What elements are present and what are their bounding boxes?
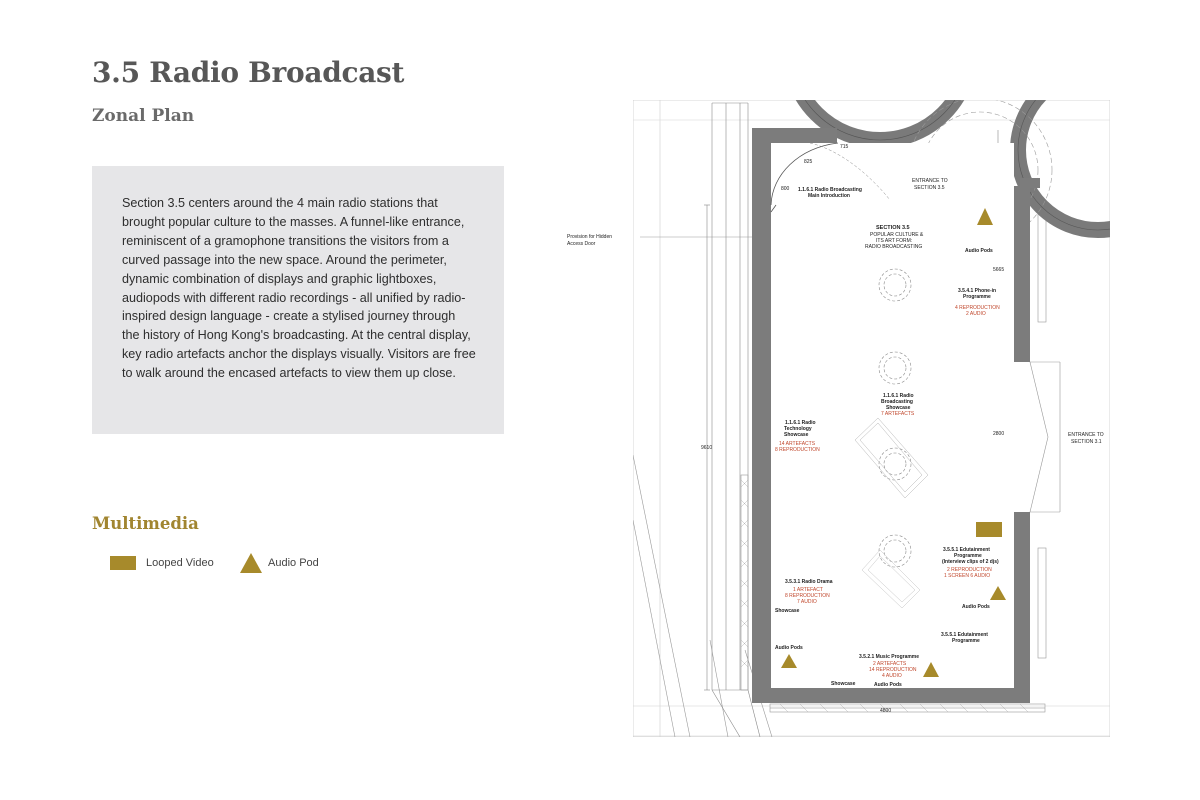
tech-showcase-detail-2: 8 REPRODUCTION — [775, 447, 820, 453]
page-subtitle: Zonal Plan — [92, 106, 195, 126]
phone-in-detail-1: 4 REPRODUCTION — [955, 305, 1000, 311]
audio-pod-triangle-icon — [990, 586, 1006, 600]
looped-video-rectangle-icon — [976, 522, 1002, 537]
edutain-clips-detail-2: 1 SCREEN 6 AUDIO — [944, 573, 990, 579]
entrance-top-line-2: SECTION 3.5 — [914, 185, 945, 191]
main-intro-line-1: 1.1.6.1 Radio Broadcasting — [798, 187, 862, 193]
looped-video-rectangle-icon — [110, 556, 136, 570]
dim-2800: 2800 — [993, 431, 1004, 437]
audio-pod-triangle-icon — [781, 654, 797, 668]
section-line-3: RADIO BROADCASTING — [865, 244, 922, 250]
dim-715: 715 — [840, 144, 849, 150]
audio-pod-triangle-icon — [977, 208, 993, 225]
multimedia-heading: Multimedia — [92, 514, 199, 533]
edutain-clips-title-3: (Interview clips of 2 djs) — [942, 559, 999, 565]
edutain-title-1: 3.5.5.1 Edutainment — [941, 632, 988, 638]
radio-showcase-title-3: Showcase — [886, 405, 911, 411]
radio-drama-detail-1: 1 ARTEFACT — [793, 587, 823, 593]
tech-showcase-title-2: Technology — [784, 426, 812, 432]
legend-label-looped-video: Looped Video — [146, 557, 214, 569]
radio-showcase-title-2: Broadcasting — [881, 399, 913, 405]
dim-9610: 9610 — [701, 445, 712, 451]
radio-drama-detail-3: 7 AUDIO — [797, 599, 817, 605]
radio-showcase-title-1: 1.1.6.1 Radio — [883, 393, 914, 399]
description-text: Section 3.5 centers around the 4 main ra… — [122, 196, 476, 381]
tech-showcase-detail-1: 14 ARTEFACTS — [779, 441, 816, 447]
music-detail-1: 2 ARTEFACTS — [873, 661, 907, 667]
main-intro-line-2: Main Introduction — [808, 193, 850, 199]
audio-pods-label-left: Audio Pods — [775, 645, 803, 651]
audio-pods-label-bottom: Audio Pods — [874, 682, 902, 688]
showcase-label-left: Showcase — [775, 608, 800, 614]
section-line-1: POPULAR CULTURE & — [870, 232, 924, 238]
showcase-label-bottom: Showcase — [831, 681, 856, 687]
radio-drama-title: 3.5.3.1 Radio Drama — [785, 579, 833, 585]
phone-in-title-1: 3.5.4.1 Phone-in — [958, 288, 996, 294]
entrance-right-line-2: SECTION 3.1 — [1071, 439, 1102, 445]
tech-showcase-title-3: Showcase — [784, 432, 809, 438]
description-panel: Section 3.5 centers around the 4 main ra… — [92, 166, 504, 434]
music-detail-2: 14 REPRODUCTION — [869, 667, 917, 673]
music-title: 3.5.2.1 Music Programme — [859, 654, 919, 660]
dim-5665: 5665 — [993, 267, 1004, 273]
tech-showcase-title-1: 1.1.6.1 Radio — [785, 420, 816, 426]
audio-pods-label-top: Audio Pods — [965, 248, 993, 254]
radio-showcase-detail-1: 7 ARTEFACTS — [881, 411, 915, 417]
zonal-floor-plan: 715 825 800 5665 2800 9610 4800 ENTRANCE… — [567, 100, 1110, 737]
page-title: 3.5 Radio Broadcast — [92, 56, 405, 89]
legend-item-looped-video: Looped Video — [110, 551, 214, 575]
dim-4800: 4800 — [880, 708, 891, 714]
section-heading: SECTION 3.5 — [876, 225, 910, 231]
legend-label-audio-pod: Audio Pod — [268, 557, 319, 569]
entrance-right-line-1: ENTRANCE TO — [1068, 432, 1104, 438]
dim-825: 825 — [804, 159, 813, 165]
audio-pod-triangle-icon — [240, 553, 262, 573]
edutain-clips-detail-1: 2 REPRODUCTION — [947, 567, 992, 573]
audio-pod-triangle-icon — [923, 662, 939, 677]
edutain-clips-title-2: Programme — [954, 553, 982, 559]
edutain-clips-title-1: 3.5.5.1 Edutainment — [943, 547, 990, 553]
phone-in-detail-2: 2 AUDIO — [966, 311, 986, 317]
radio-drama-detail-2: 8 REPRODUCTION — [785, 593, 830, 599]
audio-pods-label-right: Audio Pods — [962, 604, 990, 610]
entrance-top-line-1: ENTRANCE TO — [912, 178, 948, 184]
section-line-2: ITS ART FORM: — [876, 238, 912, 244]
hidden-door-line-1: Provision for Hidden — [567, 234, 612, 240]
dim-800: 800 — [781, 186, 790, 192]
edutain-title-2: Programme — [952, 638, 980, 644]
music-detail-3: 4 AUDIO — [882, 673, 902, 679]
phone-in-title-2: Programme — [963, 294, 991, 300]
legend-item-audio-pod: Audio Pod — [240, 551, 319, 575]
hidden-door-line-2: Access Door — [567, 241, 596, 247]
